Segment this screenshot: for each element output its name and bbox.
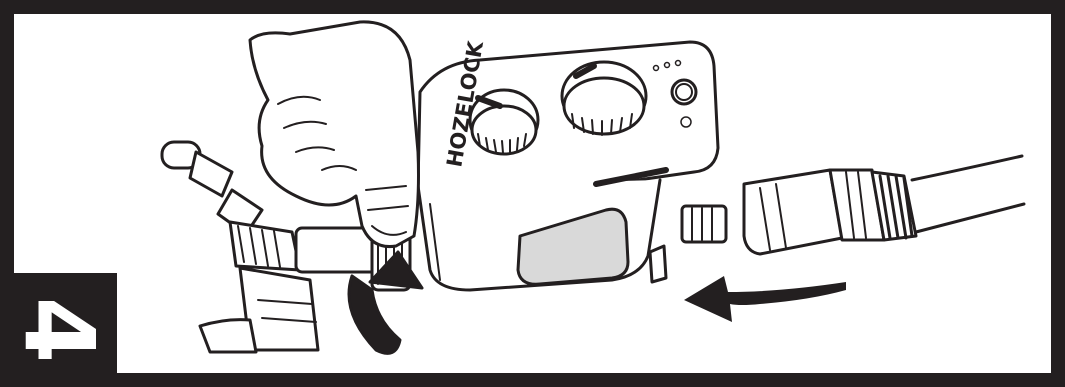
push-arrow-icon [684, 276, 846, 322]
right-dial-knob [562, 62, 646, 135]
outlet-fitting [682, 206, 726, 242]
step-badge: 4 [0, 273, 117, 387]
hand [250, 22, 419, 247]
installation-illustration: HOZELOCK [14, 14, 1051, 373]
hose-connector [744, 170, 916, 254]
left-dial-knob [470, 90, 538, 154]
control-button [672, 80, 696, 104]
hose [912, 156, 1024, 232]
step-number: 4 [10, 297, 106, 364]
